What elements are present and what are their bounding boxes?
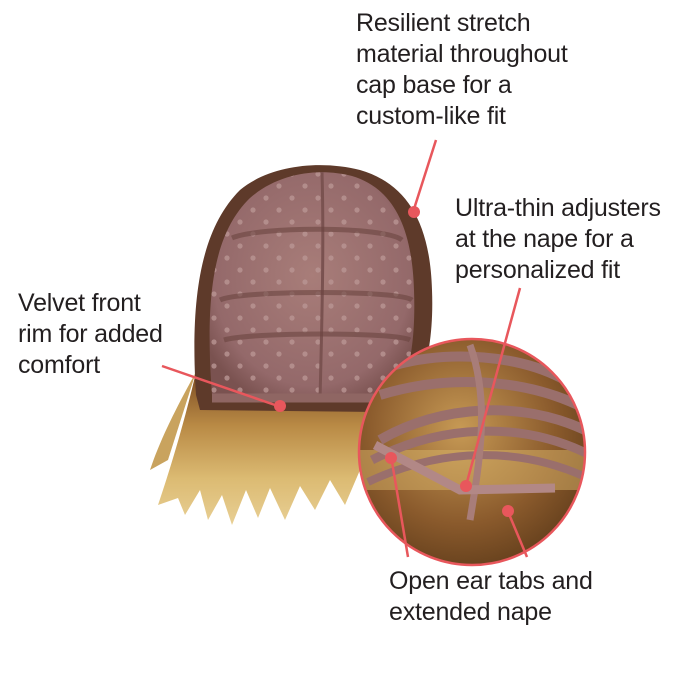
leader-ear-right [507,513,529,558]
callout-line: Ultra-thin adjusters [455,194,661,222]
callout-line: rim for added [18,320,163,348]
leader-lines [161,139,529,558]
leader-adjusters [465,287,522,483]
callout-line: cap base for a [356,71,512,99]
leader-dot-velvet [274,400,286,412]
callout-line: personalized fit [455,256,620,284]
callout-line: custom-like fit [356,102,506,130]
callout-stretch-material: Resilient stretch material throughout ca… [356,8,568,132]
callout-line: Resilient stretch [356,9,531,37]
nape-detail-zoom [357,337,587,567]
leader-dot-ear-right [502,505,514,517]
callout-adjusters: Ultra-thin adjusters at the nape for a p… [455,193,661,286]
callout-line: at the nape for a [455,225,634,253]
cap-base [209,171,415,403]
callout-line: extended nape [389,598,552,626]
callout-ear-tabs: Open ear tabs and extended nape [389,566,593,628]
leader-dot-ear-left [385,452,397,464]
callout-line: material throughout [356,40,568,68]
leader-dot-adjusters [460,480,472,492]
leader-dot-stretch [408,206,420,218]
callout-line: Velvet front [18,289,141,317]
leader-ear-left [390,461,410,558]
leader-velvet [161,364,276,407]
leader-stretch [412,139,438,210]
callout-line: Open ear tabs and [389,567,593,595]
callout-velvet-rim: Velvet front rim for added comfort [18,288,163,381]
callout-line: comfort [18,351,100,379]
